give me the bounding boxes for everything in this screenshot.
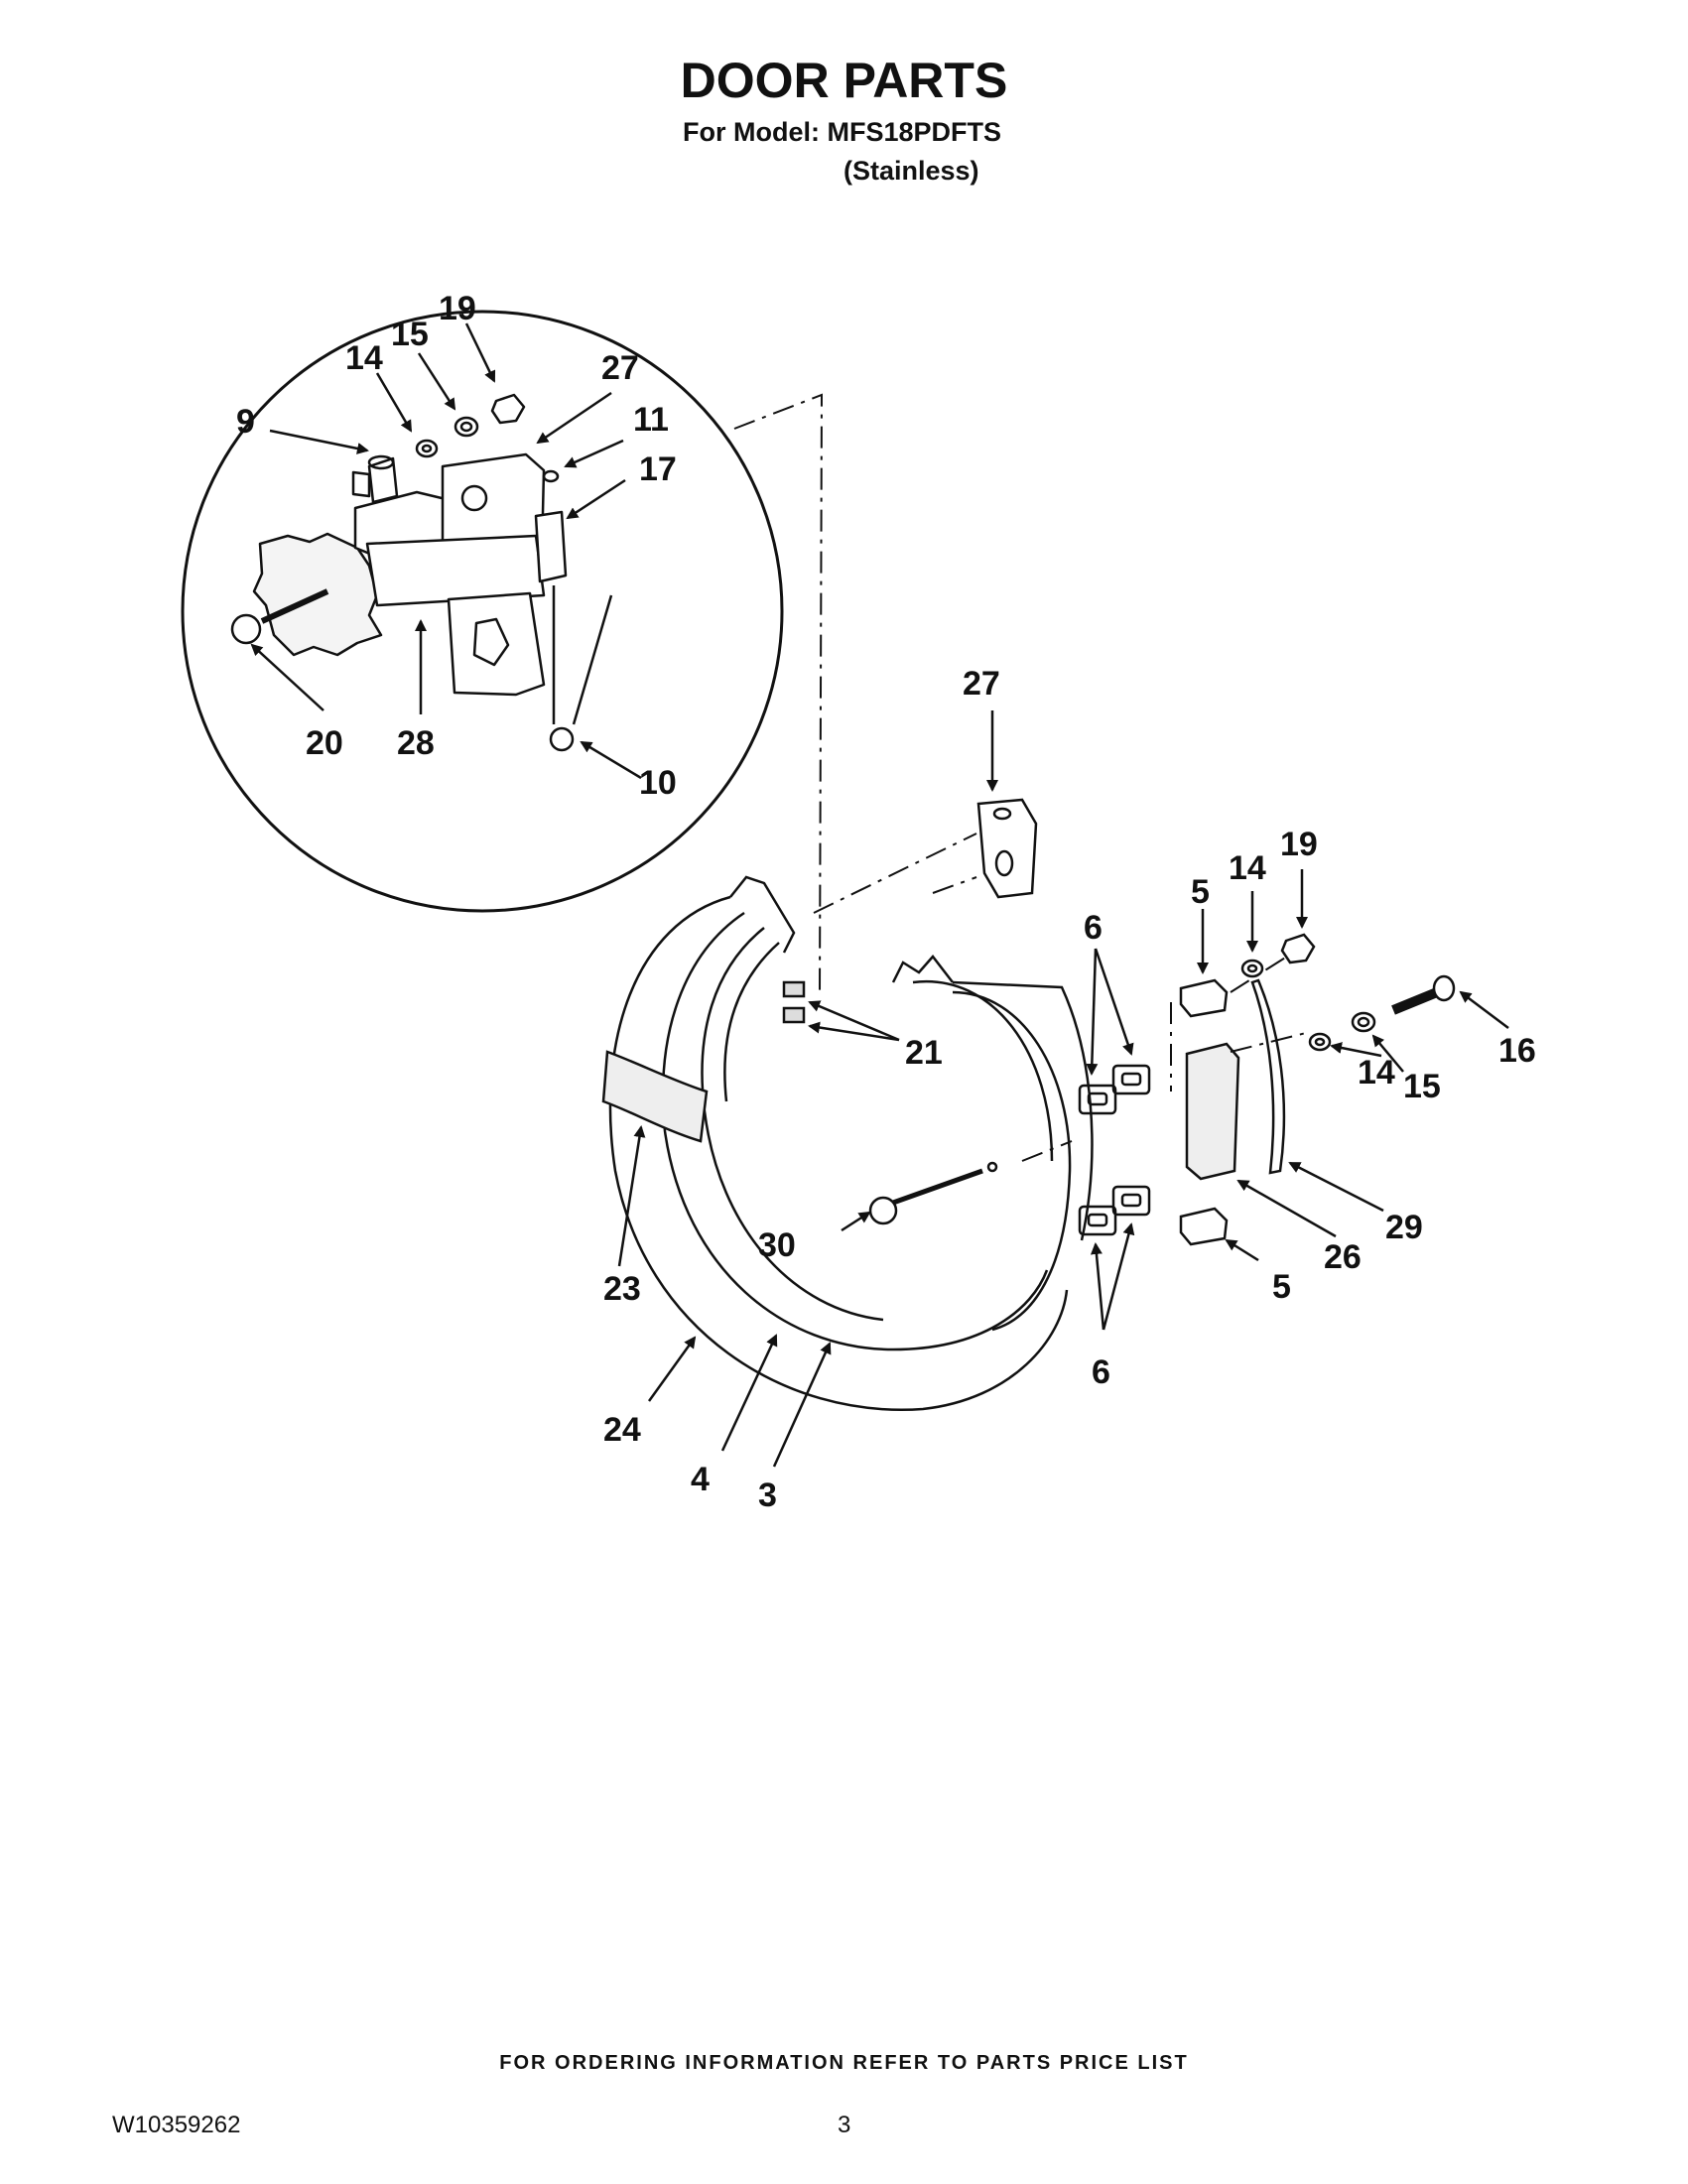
page-number: 3 [838, 2112, 851, 2138]
callout-15-right: 15 [1403, 1068, 1441, 1105]
callout-28: 28 [397, 724, 435, 762]
callout-30: 30 [758, 1226, 796, 1264]
callout-labels: 9 14 15 19 27 11 17 20 28 10 27 5 14 19 … [236, 290, 1536, 1514]
callout-11: 11 [633, 401, 669, 439]
model-variant: (Stainless) [844, 156, 979, 186]
detail-circle [181, 310, 784, 913]
leader-arrows [250, 322, 1509, 1468]
callout-6-top: 6 [1084, 909, 1103, 947]
callout-14-detail: 14 [345, 339, 383, 377]
callout-3: 3 [758, 1477, 777, 1514]
callout-15-detail: 15 [391, 316, 429, 353]
callout-14-right: 14 [1358, 1054, 1395, 1092]
callout-19-top: 19 [1280, 826, 1318, 863]
callout-24: 24 [603, 1411, 641, 1449]
callout-14-top: 14 [1229, 849, 1266, 887]
assembly-lines [733, 393, 1311, 1162]
callout-10: 10 [639, 764, 677, 802]
callout-5-bottom: 5 [1272, 1268, 1291, 1306]
ordering-info: FOR ORDERING INFORMATION REFER TO PARTS … [499, 2052, 1189, 2074]
model-line: For Model: MFS18PDFTS [683, 117, 1002, 147]
callout-19-detail: 19 [439, 290, 476, 327]
callout-21: 21 [905, 1034, 943, 1072]
callout-5-top: 5 [1191, 873, 1210, 911]
callout-17: 17 [639, 450, 677, 488]
callout-27-detail: 27 [601, 349, 639, 387]
callout-29: 29 [1385, 1209, 1423, 1246]
door-panel [601, 798, 1456, 1411]
document-number: W10359262 [112, 2112, 241, 2138]
callout-20: 20 [306, 724, 343, 762]
callout-16: 16 [1498, 1032, 1536, 1070]
callout-4: 4 [691, 1461, 710, 1498]
callout-23: 23 [603, 1270, 641, 1308]
callout-6-bottom: 6 [1092, 1353, 1110, 1391]
callout-9: 9 [236, 403, 255, 441]
callout-27: 27 [963, 665, 1000, 703]
page-title: DOOR PARTS [680, 53, 1008, 108]
callout-26: 26 [1324, 1238, 1362, 1276]
